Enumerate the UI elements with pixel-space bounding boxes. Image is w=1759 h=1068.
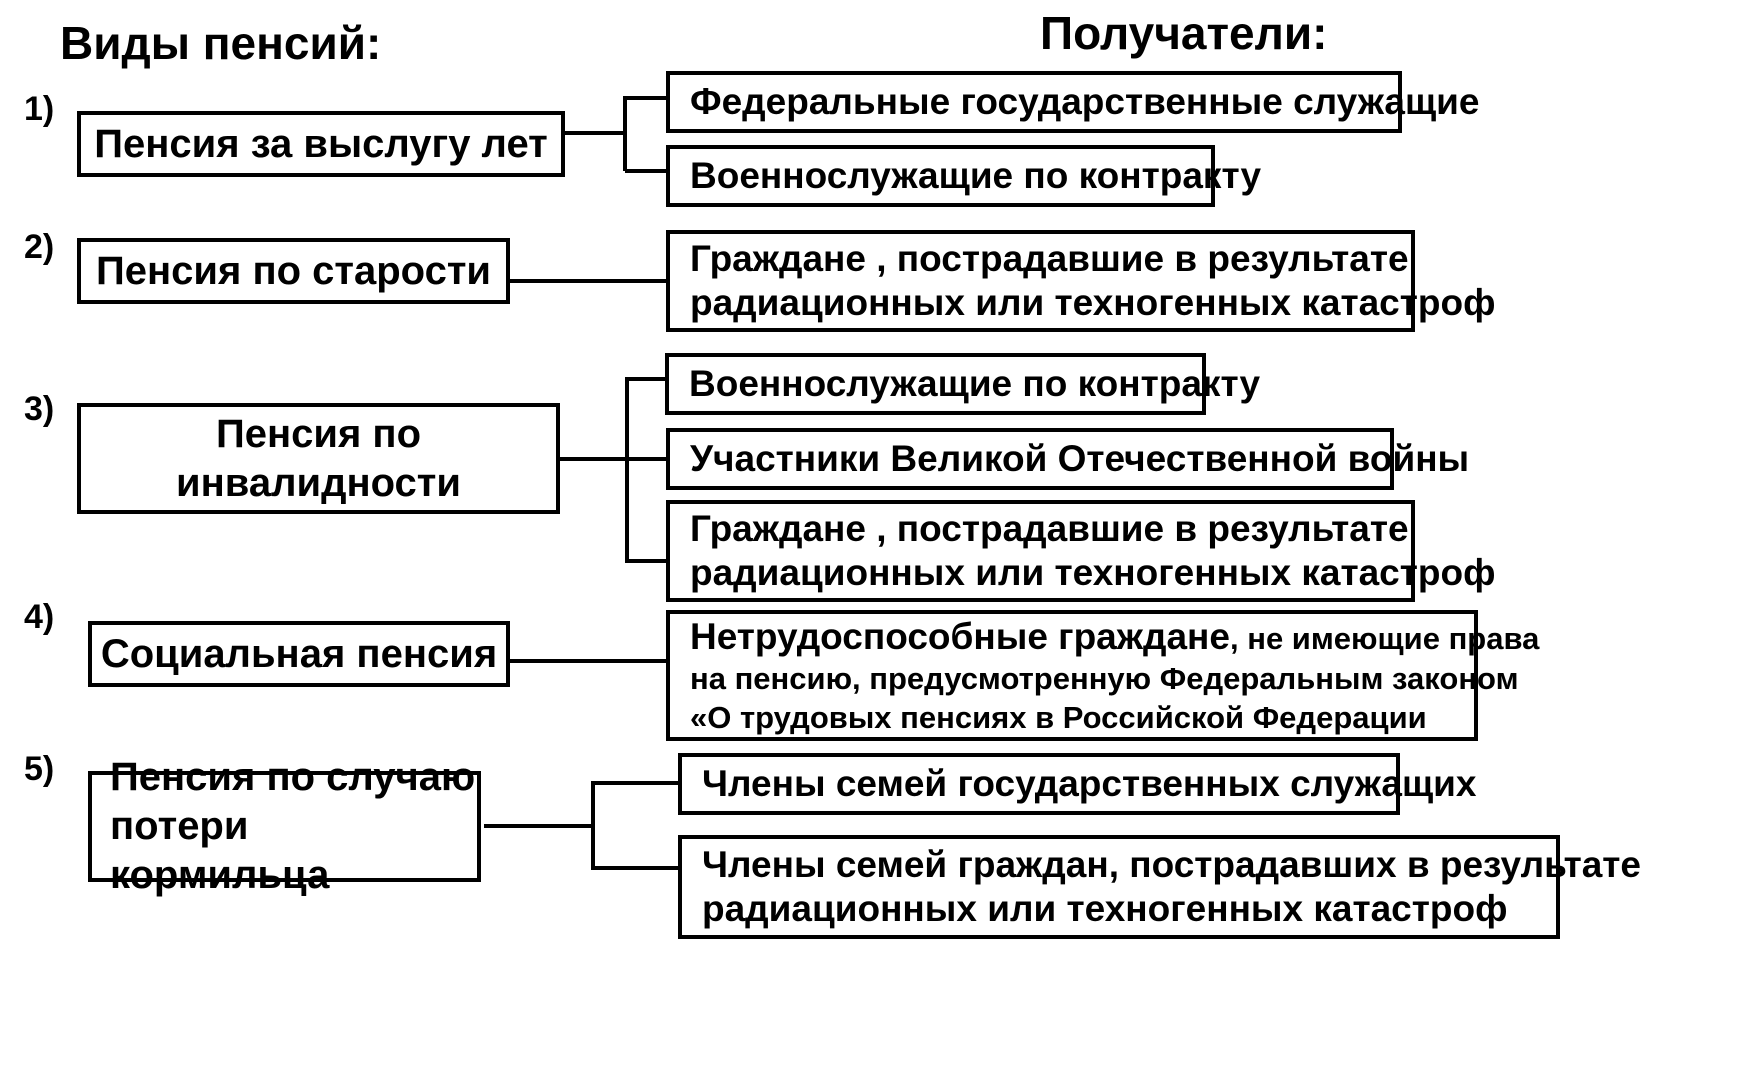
recipient-label: Федеральные государственные служащие xyxy=(690,80,1480,122)
recipient-military-contract: Военнослужащие по контракту xyxy=(665,353,1260,415)
pension-type-label-line1: Пенсия по xyxy=(215,411,422,456)
recipient-disabled-citizens: Нетрудоспособные граждане, не имеющие пр… xyxy=(666,610,1539,741)
recipient-label: Военнослужащие по контракту xyxy=(689,362,1261,404)
pension-type-old-age: Пенсия по старости xyxy=(77,238,510,304)
pension-type-service-years: Пенсия за выслугу лет xyxy=(77,111,565,177)
recipient-disaster-citizens: Граждане , пострадавшие в результате рад… xyxy=(666,230,1495,332)
row-number-5: 5) xyxy=(24,750,55,788)
pension-type-label-line2: инвалидности xyxy=(176,460,461,505)
recipient-disaster-citizens: Граждане , пострадавшие в результате рад… xyxy=(666,500,1495,602)
recipient-label: Члены семей государственных служащих xyxy=(702,762,1477,804)
recipients-header: Получатели: xyxy=(1040,7,1328,59)
recipient-families-servants: Члены семей государственных служащих xyxy=(678,753,1477,815)
row-number-1: 1) xyxy=(24,90,55,128)
recipient-label-line2: радиационных или техногенных катастроф xyxy=(690,282,1496,323)
recipient-label-line2: радиационных или техногенных катастроф xyxy=(690,552,1496,593)
recipient-label-line1: Граждане , пострадавшие в результате xyxy=(690,507,1409,549)
pension-type-survivor: Пенсия по случаю потери кормильца xyxy=(88,755,481,897)
pension-type-label: Социальная пенсия xyxy=(100,631,498,676)
row-number-2: 2) xyxy=(24,228,55,266)
pension-type-social: Социальная пенсия xyxy=(88,621,510,687)
recipient-label-emphasis: Нетрудоспособные граждане xyxy=(690,615,1230,657)
recipient-families-disaster: Члены семей граждан, пострадавших в резу… xyxy=(678,835,1641,939)
recipient-label-line1: Граждане , пострадавшие в результате xyxy=(690,237,1409,279)
recipient-label: Участники Великой Отечественной войны xyxy=(690,437,1470,479)
row-number-3: 3) xyxy=(24,390,55,428)
pension-type-label-line1: Пенсия по случаю xyxy=(110,755,476,800)
pension-type-label: Пенсия по старости xyxy=(96,248,491,293)
pension-type-label-line2: потери кормильца xyxy=(110,804,330,897)
pension-types-header: Виды пенсий: xyxy=(60,17,382,69)
pension-type-disability: Пенсия по инвалидности xyxy=(77,403,560,514)
recipient-label-rest: , не имеющие права xyxy=(1230,620,1540,656)
recipient-label-line1: Члены семей граждан, пострадавших в резу… xyxy=(702,843,1642,885)
recipient-label-line2: радиационных или техногенных катастроф xyxy=(702,888,1508,929)
recipient-label-line2: на пенсию, предусмотренную Федеральным з… xyxy=(690,660,1519,696)
recipient-label-line3: «О трудовых пенсиях в Российской Федерац… xyxy=(690,699,1427,735)
recipient-label-line1: Нетрудоспособные граждане, не имеющие пр… xyxy=(690,614,1539,660)
recipient-label: Военнослужащие по контракту xyxy=(690,154,1262,196)
recipient-ww2-veterans: Участники Великой Отечественной войны xyxy=(666,428,1469,490)
recipient-military-contract: Военнослужащие по контракту xyxy=(666,145,1261,207)
row-number-4: 4) xyxy=(24,598,55,636)
recipient-federal-servants: Федеральные государственные служащие xyxy=(666,71,1480,133)
pension-type-label: Пенсия за выслугу лет xyxy=(94,121,548,166)
